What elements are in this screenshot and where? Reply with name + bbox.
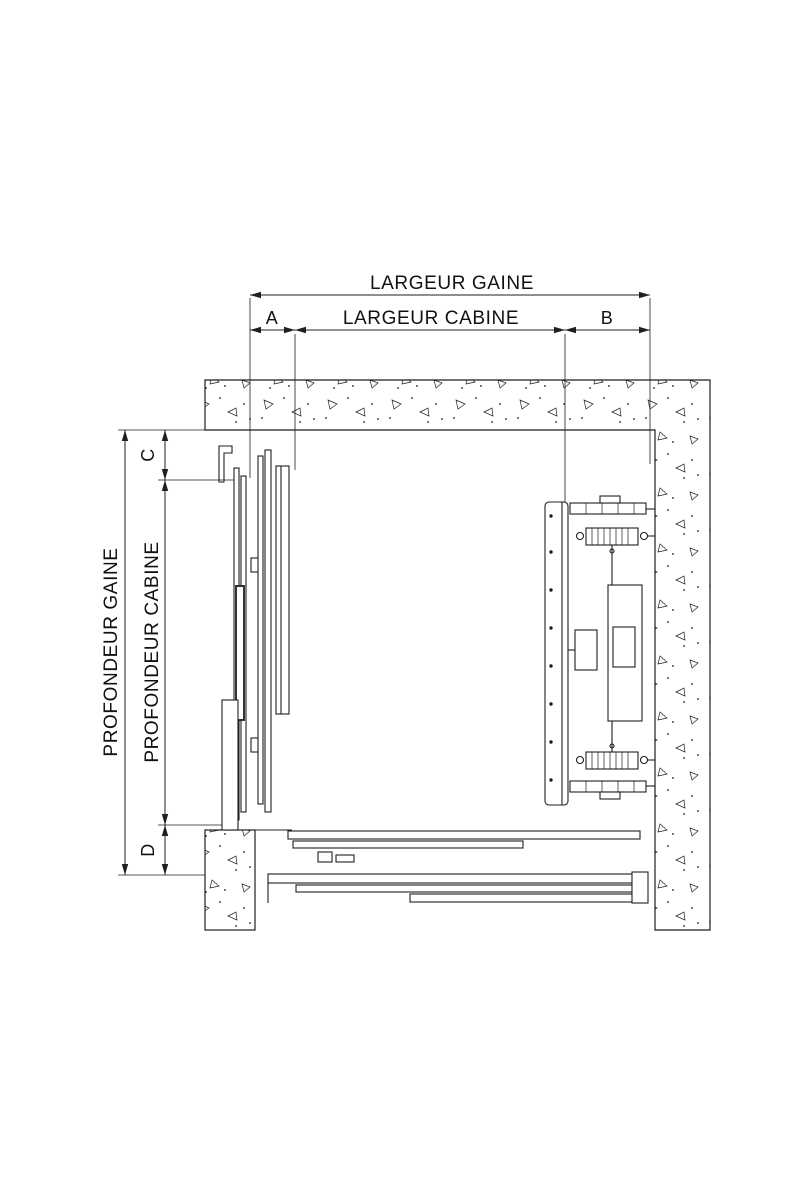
left-door-assembly	[218, 445, 292, 831]
label-dim-d: D	[138, 843, 158, 856]
counterweight-block	[607, 584, 643, 722]
label-dim-b: B	[601, 308, 613, 328]
roller-guide-top	[569, 495, 655, 585]
label-dim-a: A	[266, 308, 278, 328]
dimension-lines	[118, 291, 651, 876]
shaft-walls	[204, 379, 711, 931]
roller-guide-bottom	[569, 721, 655, 800]
cabin-right-wall-frame	[544, 501, 598, 806]
label-profondeur-cabine: PROFONDEUR CABINE	[142, 541, 163, 762]
label-profondeur-gaine: PROFONDEUR GAINE	[101, 547, 122, 756]
bottom-left-wall-block	[204, 829, 256, 931]
label-largeur-cabine: LARGEUR CABINE	[343, 308, 519, 329]
dimension-labels: LARGEUR GAINE A LARGEUR CABINE B PROFOND…	[101, 273, 613, 857]
label-dim-c: C	[138, 448, 158, 461]
label-largeur-gaine: LARGEUR GAINE	[370, 273, 534, 294]
landing-door-assembly	[267, 830, 649, 904]
